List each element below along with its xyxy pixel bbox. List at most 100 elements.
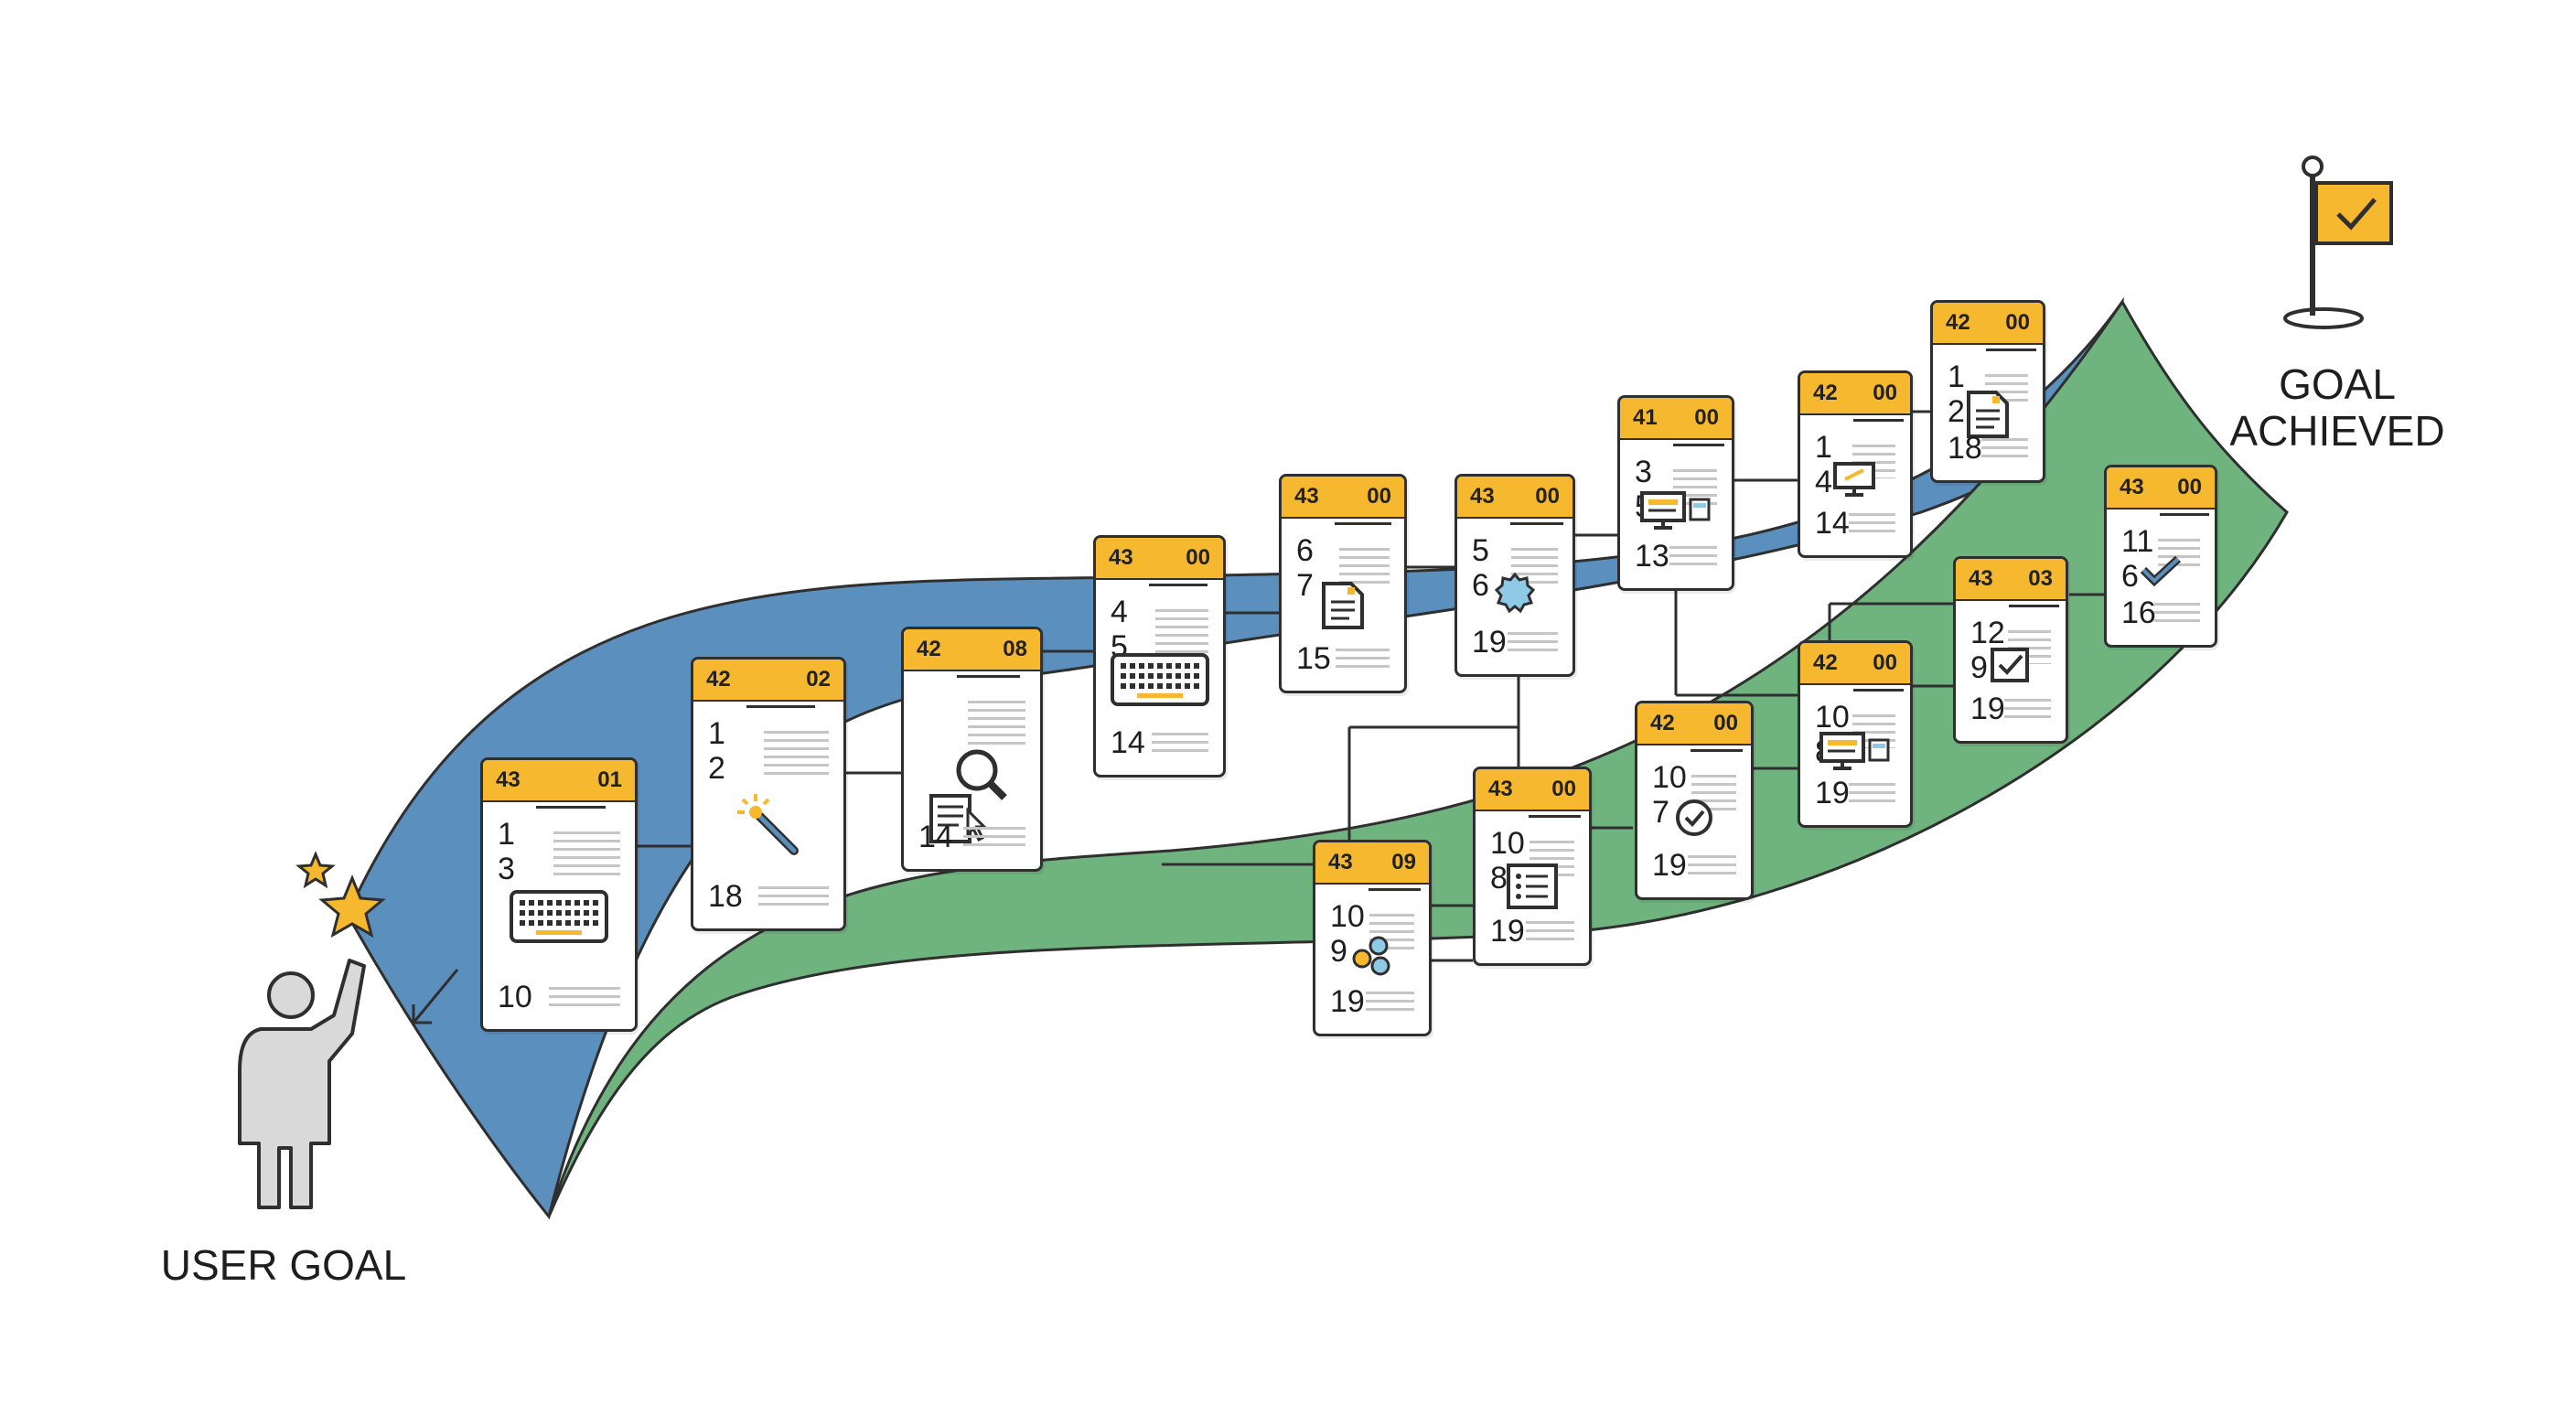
card-number-2: 7 <box>1652 795 1669 830</box>
card-number-2: 7 <box>1296 568 1314 603</box>
card-number-2: 8 <box>1490 861 1508 896</box>
small-star-icon <box>295 851 336 889</box>
star-icon <box>318 874 386 938</box>
card-header: 41 00 <box>1620 398 1732 440</box>
card-number-2: 2 <box>1948 394 1965 429</box>
card-header: 43 09 <box>1315 842 1429 885</box>
card-footer-lines <box>758 886 829 906</box>
card-header-right: 08 <box>1003 637 1027 661</box>
card-header: 43 00 <box>1282 477 1404 519</box>
card-header-rule <box>1149 584 1208 586</box>
card-header-rule <box>1986 349 2037 351</box>
card-number-1: 10 <box>1652 760 1687 795</box>
card-header-left: 43 <box>1328 850 1353 874</box>
card-number-bottom: 16 <box>2121 595 2156 630</box>
card-header-rule <box>1673 444 1725 446</box>
card-number-1: 12 <box>1970 616 2005 650</box>
card-number-bottom: 18 <box>1948 431 1982 466</box>
molecule-icon <box>1349 935 1395 981</box>
magic-wand-icon <box>732 788 805 866</box>
card-number-2: 2 <box>708 751 725 786</box>
step-card: 41 00 3 5 13 <box>1617 395 1734 591</box>
card-header: 42 00 <box>1933 303 2043 345</box>
card-footer-lines <box>1849 783 1895 803</box>
card-number-bottom: 14 <box>918 820 953 854</box>
card-text-lines <box>553 831 620 881</box>
monitor-edit-icon <box>1832 461 1878 502</box>
card-header-left: 42 <box>1946 310 1970 335</box>
card-header: 42 08 <box>904 629 1040 671</box>
step-card: 43 00 4 5 14 <box>1093 535 1226 778</box>
card-number-2: 9 <box>1970 650 1988 685</box>
card-header: 43 00 <box>1096 538 1223 580</box>
step-card: 42 00 1 4 14 <box>1798 370 1913 558</box>
card-header-left: 43 <box>1969 566 1993 591</box>
card-header: 43 00 <box>1457 477 1572 519</box>
card-footer-lines <box>1669 546 1717 566</box>
card-number-2: 3 <box>498 852 515 886</box>
card-number-bottom: 19 <box>1815 776 1850 810</box>
step-card: 42 00 10 8 19 <box>1798 640 1913 828</box>
card-header-left: 43 <box>1470 484 1495 509</box>
card-header-rule <box>957 675 1020 678</box>
document-icon <box>1320 580 1366 636</box>
step-card: 43 00 5 6 19 <box>1454 474 1575 677</box>
card-header-left: 42 <box>1813 650 1838 675</box>
card-header-rule <box>1368 888 1422 891</box>
card-header: 43 01 <box>483 760 635 802</box>
card-header-right: 09 <box>1391 850 1416 874</box>
user-goal-label: USER GOAL <box>160 1241 407 1289</box>
card-number-2: 4 <box>1815 465 1832 499</box>
person-figure <box>238 959 366 1209</box>
keyboard-icon <box>1110 652 1210 712</box>
card-number-1: 1 <box>1948 359 1965 394</box>
card-number-bottom: 10 <box>498 980 532 1014</box>
card-header-right: 00 <box>1713 711 1738 735</box>
card-number-1: 4 <box>1111 595 1128 629</box>
card-header-rule <box>1853 419 1905 422</box>
card-text-lines <box>1155 609 1208 653</box>
step-card: 42 08 14 <box>901 627 1043 872</box>
card-header: 42 00 <box>1800 373 1910 415</box>
card-header-rule <box>1690 749 1744 752</box>
card-footer-lines <box>1526 921 1574 941</box>
card-header-right: 00 <box>1186 545 1210 570</box>
card-number-bottom: 19 <box>1652 848 1687 883</box>
card-header-rule <box>2009 605 2060 607</box>
search-document-icon <box>922 745 1023 850</box>
card-header-right: 00 <box>1535 484 1560 509</box>
card-header-rule <box>1335 522 1391 525</box>
step-card: 43 00 6 7 15 <box>1279 474 1407 693</box>
card-header-left: 42 <box>706 667 731 692</box>
card-header-rule <box>1853 689 1905 692</box>
step-card: 43 09 10 9 19 <box>1313 840 1432 1036</box>
card-number-bottom: 19 <box>1970 692 2005 726</box>
card-number-1: 10 <box>1330 899 1365 934</box>
card-header-rule <box>746 705 816 708</box>
monitor-icon <box>1819 731 1892 776</box>
card-header: 43 00 <box>2107 467 2215 509</box>
card-header-left: 43 <box>1488 777 1513 801</box>
card-header-left: 43 <box>496 767 521 792</box>
card-text-lines <box>764 731 829 780</box>
arrow-icon <box>412 969 459 1024</box>
card-number-1: 11 <box>2121 524 2154 559</box>
monitor-icon <box>1639 490 1712 535</box>
card-footer-lines <box>1366 992 1414 1012</box>
card-header: 43 03 <box>1956 559 2066 601</box>
step-card: 42 02 1 2 18 <box>691 657 846 931</box>
card-footer-lines <box>1152 733 1208 753</box>
step-card: 43 01 1 3 10 <box>480 757 638 1032</box>
card-number-bottom: 14 <box>1111 725 1145 760</box>
list-icon <box>1506 863 1559 915</box>
card-header-right: 00 <box>1694 405 1719 430</box>
card-footer-lines <box>1508 632 1558 652</box>
card-header-right: 00 <box>1873 381 1897 405</box>
card-header-left: 43 <box>1109 545 1133 570</box>
card-header-rule <box>1510 522 1563 525</box>
card-footer-lines <box>549 987 620 1007</box>
card-header-left: 42 <box>1650 711 1675 735</box>
keyboard-icon <box>509 889 609 949</box>
card-footer-lines <box>2154 603 2200 623</box>
goal-achieved-label: GOAL ACHIEVED <box>2214 361 2461 454</box>
